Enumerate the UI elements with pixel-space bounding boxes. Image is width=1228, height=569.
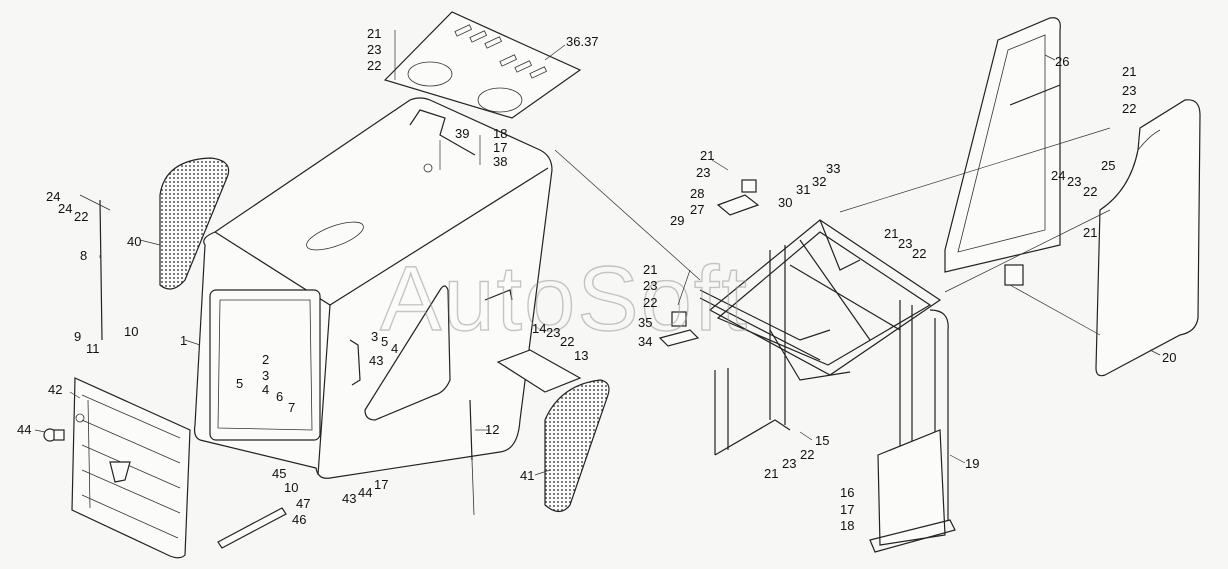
callout-28: 28 xyxy=(690,186,704,201)
bar-46 xyxy=(217,507,287,549)
callout-7: 7 xyxy=(288,400,295,415)
callout-12: 12 xyxy=(485,422,499,437)
callout-38: 38 xyxy=(493,154,507,169)
leader-lines xyxy=(34,30,1161,476)
guide-lines xyxy=(554,127,1111,336)
callout-21: 21 xyxy=(764,466,778,481)
callout-labels: 21 23 22 36.37 39 18 17 38 24 24 22 40 8… xyxy=(17,26,1176,533)
callout-35: 35 xyxy=(638,315,652,330)
callout-43: 43 xyxy=(342,491,356,506)
callout-34: 34 xyxy=(638,334,652,349)
callout-20: 20 xyxy=(1162,350,1176,365)
callout-3: 3 xyxy=(371,329,378,344)
callout-45: 45 xyxy=(272,466,286,481)
callout-47: 47 xyxy=(296,496,310,511)
callout-16: 16 xyxy=(840,485,854,500)
callout-18: 18 xyxy=(840,518,854,533)
callout-36-37: 36.37 xyxy=(566,34,599,49)
callout-22: 22 xyxy=(912,246,926,261)
callout-42: 42 xyxy=(48,382,62,397)
bracket-28 xyxy=(716,179,760,216)
callout-40: 40 xyxy=(127,234,141,249)
callout-4: 4 xyxy=(391,341,398,356)
callout-32: 32 xyxy=(812,174,826,189)
callout-22: 22 xyxy=(800,447,814,462)
callout-44: 44 xyxy=(358,485,372,500)
callout-21: 21 xyxy=(700,148,714,163)
bracket-13 xyxy=(496,349,582,393)
callout-9: 9 xyxy=(74,329,81,344)
callout-17: 17 xyxy=(374,477,388,492)
callout-23: 23 xyxy=(643,278,657,293)
callout-2: 2 xyxy=(262,352,269,367)
mesh-panel-41 xyxy=(544,379,610,513)
callout-23: 23 xyxy=(898,236,912,251)
callout-1: 1 xyxy=(180,333,187,348)
callout-22: 22 xyxy=(560,334,574,349)
callout-23: 23 xyxy=(1122,83,1136,98)
callout-10: 10 xyxy=(284,480,298,495)
side-cover-20 xyxy=(1095,99,1201,377)
callout-41: 41 xyxy=(520,468,534,483)
callout-21: 21 xyxy=(884,226,898,241)
callout-21: 21 xyxy=(643,262,657,277)
callout-3: 3 xyxy=(262,368,269,383)
callout-24: 24 xyxy=(58,201,72,216)
callout-23: 23 xyxy=(782,456,796,471)
callout-17: 17 xyxy=(840,502,854,517)
callout-17: 17 xyxy=(493,140,507,155)
callout-29: 29 xyxy=(670,213,684,228)
gas-strut-12 xyxy=(469,399,475,516)
roof-panel xyxy=(383,11,582,119)
callout-24: 24 xyxy=(46,189,60,204)
callout-18: 18 xyxy=(493,126,507,141)
callout-30: 30 xyxy=(778,195,792,210)
callout-43: 43 xyxy=(369,353,383,368)
callout-23: 23 xyxy=(1067,174,1081,189)
callout-5: 5 xyxy=(236,376,243,391)
callout-31: 31 xyxy=(796,182,810,197)
cab-body xyxy=(193,97,553,479)
callout-26: 26 xyxy=(1055,54,1069,69)
callout-21: 21 xyxy=(1122,64,1136,79)
callout-22: 22 xyxy=(367,58,381,73)
callout-33: 33 xyxy=(826,161,840,176)
callout-22: 22 xyxy=(643,295,657,310)
callout-5: 5 xyxy=(381,334,388,349)
rod-8 xyxy=(79,194,111,341)
callout-25: 25 xyxy=(1101,158,1115,173)
callout-39: 39 xyxy=(455,126,469,141)
callout-22: 22 xyxy=(1083,184,1097,199)
frame-19 xyxy=(699,219,956,553)
callout-23: 23 xyxy=(696,165,710,180)
callout-46: 46 xyxy=(292,512,306,527)
callout-21: 21 xyxy=(367,26,381,41)
rear-panel-26 xyxy=(944,17,1061,286)
callout-8: 8 xyxy=(80,248,87,263)
callout-22: 22 xyxy=(1122,101,1136,116)
callout-11: 11 xyxy=(86,341,100,356)
pin-35 xyxy=(658,311,700,347)
callout-23: 23 xyxy=(546,325,560,340)
callout-4: 4 xyxy=(262,382,269,397)
front-grille-42 xyxy=(71,377,191,559)
callout-22: 22 xyxy=(74,209,88,224)
mesh-panel-40 xyxy=(159,157,230,290)
callout-6: 6 xyxy=(276,389,283,404)
callout-10: 10 xyxy=(124,324,138,339)
knob-44 xyxy=(43,428,65,442)
callout-14: 14 xyxy=(532,321,546,336)
watermark: AutoSoft xyxy=(380,248,749,350)
callout-44: 44 xyxy=(17,422,31,437)
callout-24: 24 xyxy=(1051,168,1065,183)
callout-15: 15 xyxy=(815,433,829,448)
callout-19: 19 xyxy=(965,456,979,471)
callout-13: 13 xyxy=(574,348,588,363)
callout-21: 21 xyxy=(1083,225,1097,240)
callout-23: 23 xyxy=(367,42,381,57)
callout-27: 27 xyxy=(690,202,704,217)
